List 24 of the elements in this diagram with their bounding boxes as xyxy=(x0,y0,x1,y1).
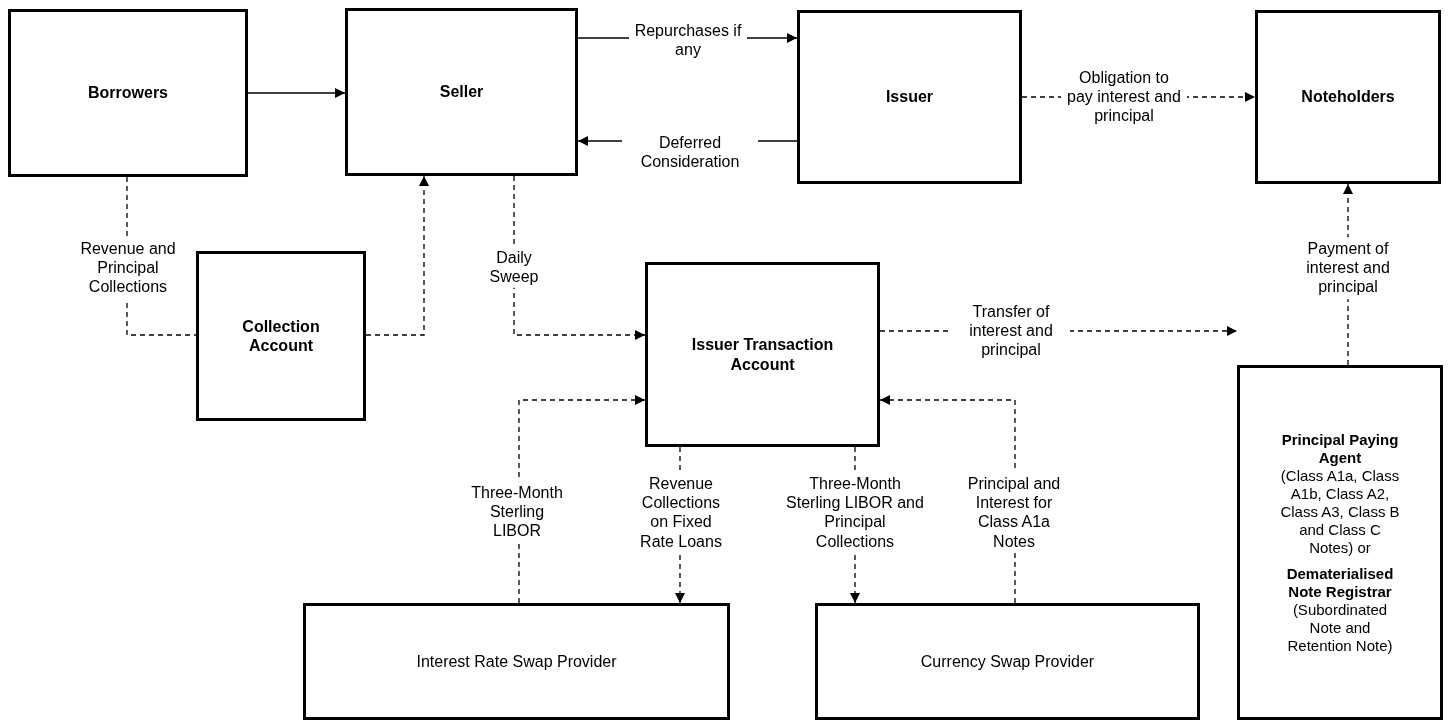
node-text: Currency Swap Provider xyxy=(919,651,1096,672)
process-box xyxy=(8,9,248,177)
node-text: Borrowers xyxy=(87,83,169,103)
process-box xyxy=(196,251,366,421)
arrow xyxy=(365,175,429,336)
node-text: (Class A1a, Class A1b, Class A2, Class A3, Class B and Class C Notes) or xyxy=(1279,466,1401,557)
arrow xyxy=(513,175,646,340)
process-box xyxy=(645,262,880,447)
process-box xyxy=(303,603,730,720)
arrow xyxy=(247,88,346,98)
node-text: Seller xyxy=(438,82,485,102)
node-text: Noteholders xyxy=(1300,87,1396,107)
process-box xyxy=(1255,10,1441,184)
process-box xyxy=(815,603,1200,720)
node-text: Dematerialised Note Registrar xyxy=(1285,564,1395,601)
node-text: Issuer xyxy=(884,87,935,107)
node-text: Issuer Transaction Account xyxy=(690,335,835,374)
process-box xyxy=(345,8,578,176)
process-box xyxy=(1237,365,1443,720)
process-box xyxy=(797,10,1022,184)
node-text: Interest Rate Swap Provider xyxy=(415,651,618,672)
node-text: (Subordinated Note and Retention Note) xyxy=(1286,600,1394,655)
node-text: Collection Account xyxy=(241,316,321,356)
node-text: Principal Paying Agent xyxy=(1280,430,1400,467)
